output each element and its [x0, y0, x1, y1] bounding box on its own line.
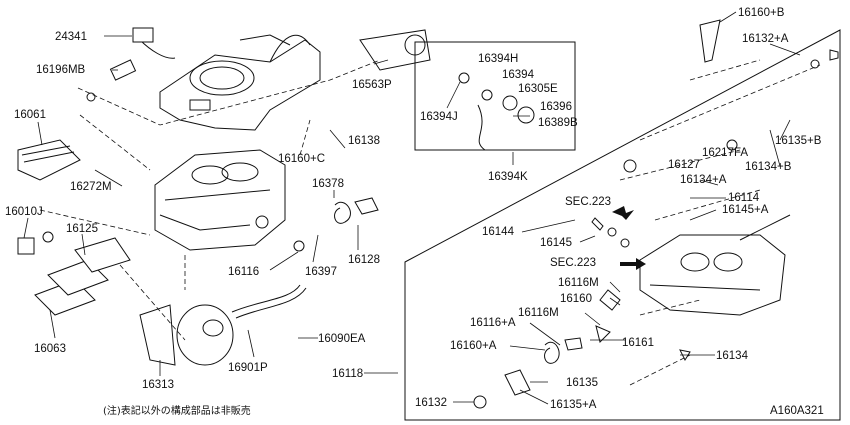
label-16305E: 16305E [518, 83, 558, 95]
label-16145A: 16145+A [722, 204, 769, 216]
label-16145: 16145 [540, 237, 572, 249]
section-references: SEC.223 SEC.223 [550, 196, 611, 269]
label-16161: 16161 [622, 337, 654, 349]
label-16394K: 16394K [488, 171, 528, 183]
label-16010J: 16010J [5, 206, 43, 218]
leader-lines [23, 11, 801, 405]
assembly-lines [39, 59, 821, 386]
label-16160C: 16160+C [278, 153, 325, 165]
vacuum-hose [231, 284, 307, 319]
label-16135A: 16135+A [550, 399, 597, 411]
label-16132: 16132 [415, 397, 447, 409]
throttle-body-group-box [404, 29, 841, 421]
label-16160A: 16160+A [450, 340, 497, 352]
label-16125: 16125 [66, 223, 98, 235]
label-16116M-b: 16116M [518, 307, 559, 319]
label-16134A: 16134+A [680, 174, 727, 186]
label-16135B: 16135+B [775, 135, 822, 147]
sensor-kit-box [414, 41, 576, 151]
label-16116: 16116 [228, 266, 259, 278]
label-16128: 16128 [348, 254, 380, 266]
label-16090EA: 16090EA [318, 333, 366, 345]
label-16313: 16313 [142, 379, 174, 391]
label-16116A: 16116+A [470, 317, 516, 329]
sec-ref-2: SEC.223 [550, 257, 596, 269]
label-24341: 24341 [55, 31, 87, 43]
choke-heater [17, 139, 81, 181]
footnote: (注)表記以外の構成部品は非販売 [103, 404, 251, 417]
carburetor-main-body [154, 149, 286, 251]
label-16901P: 16901P [228, 362, 268, 374]
label-16217FA: 16217FA [702, 147, 748, 159]
label-16114: 16114 [728, 192, 760, 204]
label-16272M: 16272M [70, 181, 112, 193]
label-16135: 16135 [566, 377, 598, 389]
label-16063: 16063 [34, 343, 66, 355]
label-16394H: 16394H [478, 53, 518, 65]
label-16134B: 16134+B [745, 161, 792, 173]
accelerator-pump-assembly [359, 29, 431, 71]
label-16394J: 16394J [420, 111, 458, 123]
label-16394: 16394 [502, 69, 535, 81]
diagram-code: A160A321 [770, 405, 824, 417]
solenoid-valve [109, 27, 176, 81]
label-16144: 16144 [482, 226, 515, 238]
insulator-gaskets [34, 237, 131, 316]
vacuum-diaphragm [139, 304, 234, 366]
label-16138: 16138 [348, 135, 380, 147]
label-16160B: 16160+B [738, 7, 785, 19]
label-16563P: 16563P [352, 79, 392, 91]
label-16118: 16118 [332, 368, 363, 380]
throttle-body [639, 214, 791, 316]
small-parts [17, 19, 839, 409]
label-16389B: 16389B [538, 117, 578, 129]
label-16378: 16378 [312, 178, 344, 190]
label-16160: 16160 [560, 293, 592, 305]
label-16132A: 16132+A [742, 33, 789, 45]
label-16134: 16134 [716, 350, 749, 362]
part-labels: 24341 16196MB 16061 16272M 16010J 16125 … [5, 7, 822, 411]
label-16196MB: 16196MB [36, 64, 86, 76]
carburetor-top-cover [159, 34, 321, 131]
label-16116M-a: 16116M [558, 277, 599, 289]
label-16127: 16127 [668, 159, 700, 171]
label-16396: 16396 [540, 101, 572, 113]
label-16061: 16061 [14, 109, 46, 121]
sec-arrows [612, 206, 646, 270]
label-16397: 16397 [305, 266, 337, 278]
sec-ref-1: SEC.223 [565, 196, 611, 208]
